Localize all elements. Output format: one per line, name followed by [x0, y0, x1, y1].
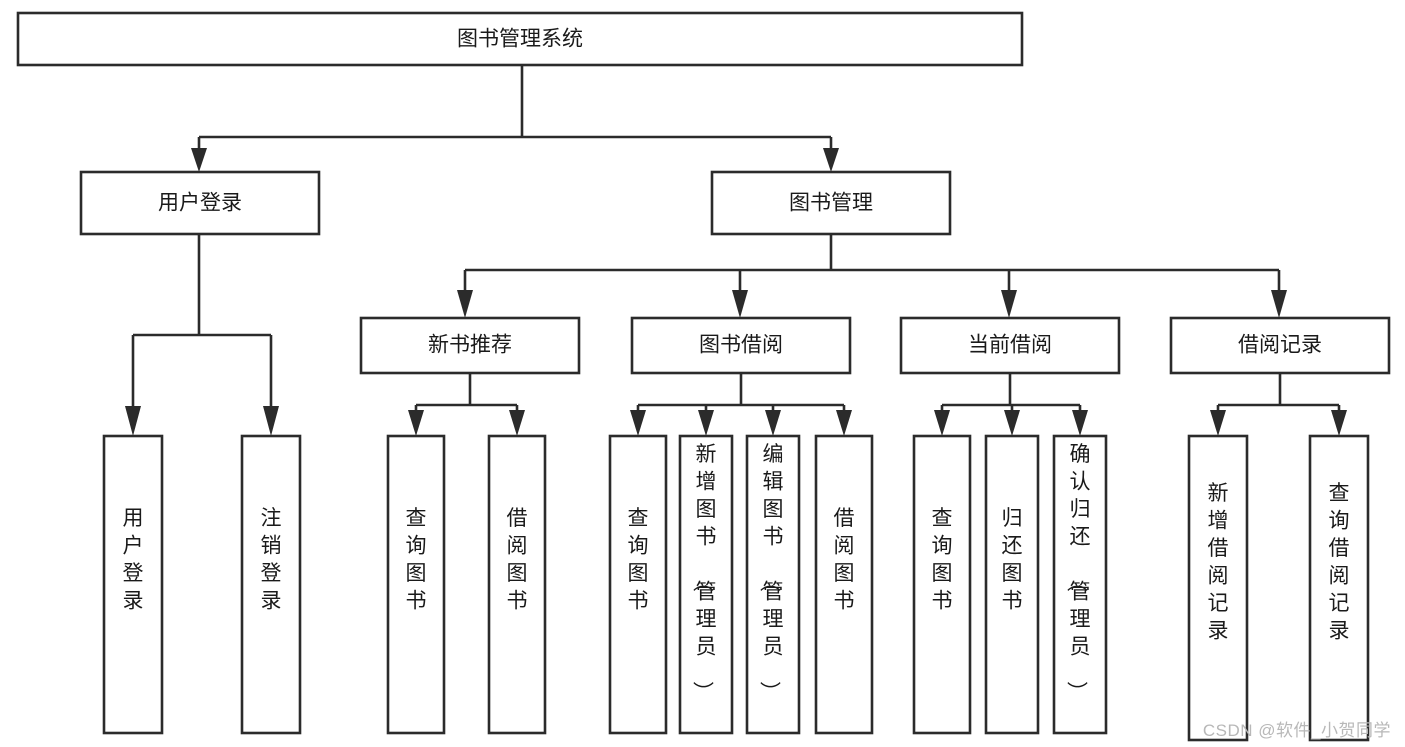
- arrow-root-to-book-mgmt: [823, 148, 839, 172]
- leaf-label-1: 注销登录: [261, 507, 282, 613]
- leaf-node-query-book-3[interactable]: 查询图书: [912, 434, 972, 735]
- leaf-node-query-borrow-record[interactable]: 查询借阅记录: [1308, 434, 1370, 742]
- arrow-book-mgmt-child-3: [1271, 290, 1287, 318]
- leaf-box-10[interactable]: [1052, 434, 1108, 735]
- node-current-borrow[interactable]: 当前借阅: [899, 316, 1121, 375]
- arrow-new-book-leaf-1: [509, 410, 525, 436]
- node-borrow-record[interactable]: 借阅记录: [1169, 316, 1391, 375]
- leaf-node-add-borrow-record[interactable]: 新增借阅记录: [1187, 434, 1249, 742]
- node-book-management-label: 图书管理: [789, 192, 873, 215]
- leaf-node-confirm-return-admin[interactable]: 确认归还（管理员）: [1052, 434, 1108, 735]
- node-root-label: 图书管理系统: [457, 28, 583, 51]
- leaf-node-add-book-admin[interactable]: 新增图书（管理员）: [678, 434, 734, 735]
- leaf-node-logout[interactable]: 注销登录: [240, 434, 302, 735]
- leaf-label-7: 借阅图书: [834, 507, 855, 613]
- leaf-box-0[interactable]: [102, 434, 164, 735]
- connector-layer: [125, 65, 1347, 436]
- node-new-book-recommend-label: 新书推荐: [428, 334, 512, 357]
- leaf-node-borrow-book-2[interactable]: 借阅图书: [814, 434, 874, 735]
- node-current-borrow-box[interactable]: [899, 316, 1121, 375]
- leaf-label-8: 查询图书: [932, 507, 953, 613]
- leaf-node-query-book-1[interactable]: 查询图书: [386, 434, 446, 735]
- leaf-node-return-book[interactable]: 归还图书: [984, 434, 1040, 735]
- leaf-box-9[interactable]: [984, 434, 1040, 735]
- arrow-root-to-user-login: [191, 148, 207, 172]
- node-book-borrow[interactable]: 图书借阅: [630, 316, 852, 375]
- leaf-node-user-login[interactable]: 用户登录: [102, 434, 164, 735]
- arrow-record-leaf-0: [1210, 410, 1226, 436]
- leaf-label-4: 查询图书: [628, 507, 649, 613]
- leaf-label-12: 查询借阅记录: [1329, 482, 1350, 643]
- node-book-management[interactable]: 图书管理: [710, 170, 952, 236]
- node-book-borrow-label: 图书借阅: [699, 334, 783, 357]
- node-user-login[interactable]: 用户登录: [79, 170, 321, 236]
- leaf-box-5[interactable]: [678, 434, 734, 735]
- leaf-node-edit-book-admin[interactable]: 编辑图书（管理员）: [745, 434, 801, 735]
- leaf-box-2[interactable]: [386, 434, 446, 735]
- leaf-box-11[interactable]: [1187, 434, 1249, 742]
- arrow-current-leaf-2: [1072, 410, 1088, 436]
- node-borrow-record-label: 借阅记录: [1238, 334, 1322, 357]
- node-new-book-recommend-box[interactable]: [359, 316, 581, 375]
- node-user-login-box[interactable]: [79, 170, 321, 236]
- leaf-node-borrow-book-1[interactable]: 借阅图书: [487, 434, 547, 735]
- arrow-current-leaf-1: [1004, 410, 1020, 436]
- leaf-box-12[interactable]: [1308, 434, 1370, 742]
- node-root-box[interactable]: [16, 11, 1024, 67]
- node-new-book-recommend[interactable]: 新书推荐: [359, 316, 581, 375]
- arrow-new-book-leaf-0: [408, 410, 424, 436]
- arrow-borrow-leaf-3: [836, 410, 852, 436]
- arrow-borrow-leaf-2: [765, 410, 781, 436]
- arrow-book-mgmt-child-2: [1001, 290, 1017, 318]
- leaf-box-8[interactable]: [912, 434, 972, 735]
- leaf-box-6[interactable]: [745, 434, 801, 735]
- leaf-label-9: 归还图书: [1002, 507, 1023, 613]
- node-book-management-box[interactable]: [710, 170, 952, 236]
- node-current-borrow-label: 当前借阅: [968, 334, 1052, 357]
- leaf-box-1[interactable]: [240, 434, 302, 735]
- leaf-label-6: 编辑图书（管理员）: [758, 443, 784, 702]
- leaf-label-2: 查询图书: [406, 507, 427, 613]
- arrow-user-login-leaf-1: [263, 406, 279, 436]
- leaf-label-11: 新增借阅记录: [1208, 482, 1229, 643]
- leaf-layer: 用户登录 注销登录 查询图书 借阅图书 查询图书 新增图书（管理员）: [102, 434, 1370, 742]
- leaf-box-7[interactable]: [814, 434, 874, 735]
- node-borrow-record-box[interactable]: [1169, 316, 1391, 375]
- node-book-borrow-box[interactable]: [630, 316, 852, 375]
- leaf-box-4[interactable]: [608, 434, 668, 735]
- leaf-node-query-book-2[interactable]: 查询图书: [608, 434, 668, 735]
- arrow-borrow-leaf-1: [698, 410, 714, 436]
- arrow-record-leaf-1: [1331, 410, 1347, 436]
- arrow-book-mgmt-child-1: [732, 290, 748, 318]
- leaf-box-3[interactable]: [487, 434, 547, 735]
- leaf-label-3: 借阅图书: [507, 507, 528, 613]
- node-root[interactable]: 图书管理系统: [16, 11, 1024, 67]
- arrow-current-leaf-0: [934, 410, 950, 436]
- leaf-label-0: 用户登录: [123, 507, 144, 613]
- leaf-label-10: 确认归还（管理员）: [1065, 443, 1091, 702]
- arrow-borrow-leaf-0: [630, 410, 646, 436]
- leaf-label-5: 新增图书（管理员）: [691, 443, 717, 702]
- node-user-login-label: 用户登录: [158, 192, 242, 215]
- arrow-user-login-leaf-0: [125, 406, 141, 436]
- arrow-book-mgmt-child-0: [457, 290, 473, 318]
